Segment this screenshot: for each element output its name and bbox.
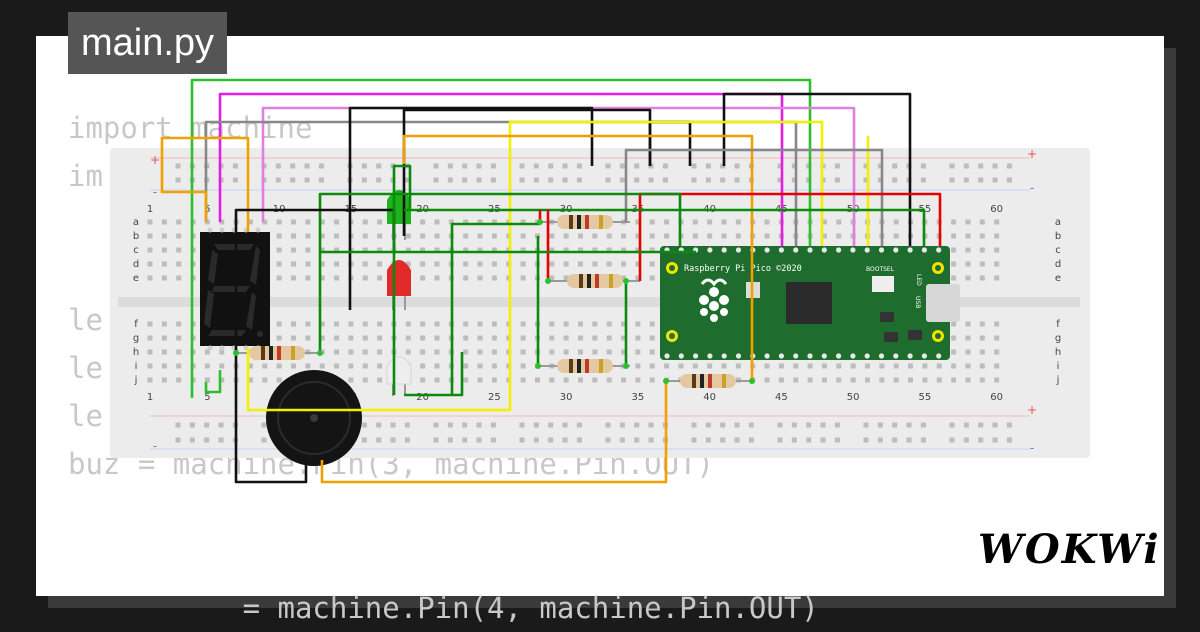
- column-label-bottom: 50: [847, 392, 860, 403]
- row-label: g: [1055, 333, 1061, 344]
- rail-sign: +: [1027, 147, 1037, 161]
- raspberry-pi-pico[interactable]: Raspberry Pi Pico ©2020 BOOTSEL LED USB: [660, 246, 960, 360]
- column-label-bottom: 40: [703, 392, 716, 403]
- raspberry-pi-logo-icon: [699, 278, 729, 322]
- seven-segment-segments: [204, 244, 263, 337]
- row-label: h: [1055, 347, 1061, 358]
- bootsel-label: BOOTSEL: [866, 266, 895, 273]
- column-label-bottom: 45: [775, 392, 788, 403]
- column-label-bottom: 1: [147, 392, 153, 403]
- column-label-bottom: 60: [990, 392, 1003, 403]
- breadboard-center-channel: [118, 297, 1080, 307]
- row-label: j: [1056, 375, 1060, 386]
- column-label-bottom: 5: [204, 392, 210, 403]
- wokwi-logo: WOKWi: [978, 526, 1161, 573]
- bootsel-button[interactable]: [872, 276, 894, 292]
- buzzer[interactable]: [266, 370, 362, 466]
- rail-sign: -: [1030, 441, 1034, 455]
- file-tab[interactable]: main.py: [68, 12, 228, 74]
- pico-label: Raspberry Pi Pico ©2020: [684, 264, 802, 274]
- row-label: d: [1055, 259, 1061, 270]
- rp2040-chip: [786, 282, 832, 324]
- rail-sign: +: [150, 153, 160, 167]
- column-label-bottom: 55: [919, 392, 932, 403]
- row-label: a: [1055, 217, 1061, 228]
- column-label-bottom: 35: [632, 392, 645, 403]
- row-label: c: [1055, 245, 1061, 256]
- row-label: g: [133, 333, 139, 344]
- column-label-bottom: 25: [488, 392, 501, 403]
- usb-label: USB: [914, 296, 921, 308]
- pico-pin-row: [664, 247, 942, 359]
- row-label: j: [134, 375, 138, 386]
- row-label: b: [133, 231, 139, 242]
- column-label-bottom: 20: [416, 392, 429, 403]
- rail-sign: -: [153, 439, 157, 453]
- row-label: f: [134, 319, 138, 330]
- rail-sign: -: [1030, 181, 1034, 195]
- resistors: [236, 215, 752, 388]
- usb-port[interactable]: [926, 284, 960, 322]
- row-label: i: [135, 361, 138, 372]
- column-label-bottom: 30: [560, 392, 573, 403]
- row-label: d: [133, 259, 139, 270]
- wires-over: [160, 78, 942, 484]
- row-label: e: [133, 273, 139, 284]
- row-label: b: [1055, 231, 1061, 242]
- rail-sign: -: [153, 185, 157, 199]
- row-label: h: [133, 347, 139, 358]
- rail-sign: +: [1027, 403, 1037, 417]
- column-label-top: 60: [990, 204, 1003, 215]
- row-label: c: [133, 245, 139, 256]
- led-label: LED: [915, 274, 922, 286]
- row-label: i: [1057, 361, 1060, 372]
- row-label: f: [1056, 319, 1060, 330]
- row-label: e: [1055, 273, 1061, 284]
- column-label-top: 5: [204, 204, 210, 215]
- column-label-top: 1: [147, 204, 153, 215]
- row-label: a: [133, 217, 139, 228]
